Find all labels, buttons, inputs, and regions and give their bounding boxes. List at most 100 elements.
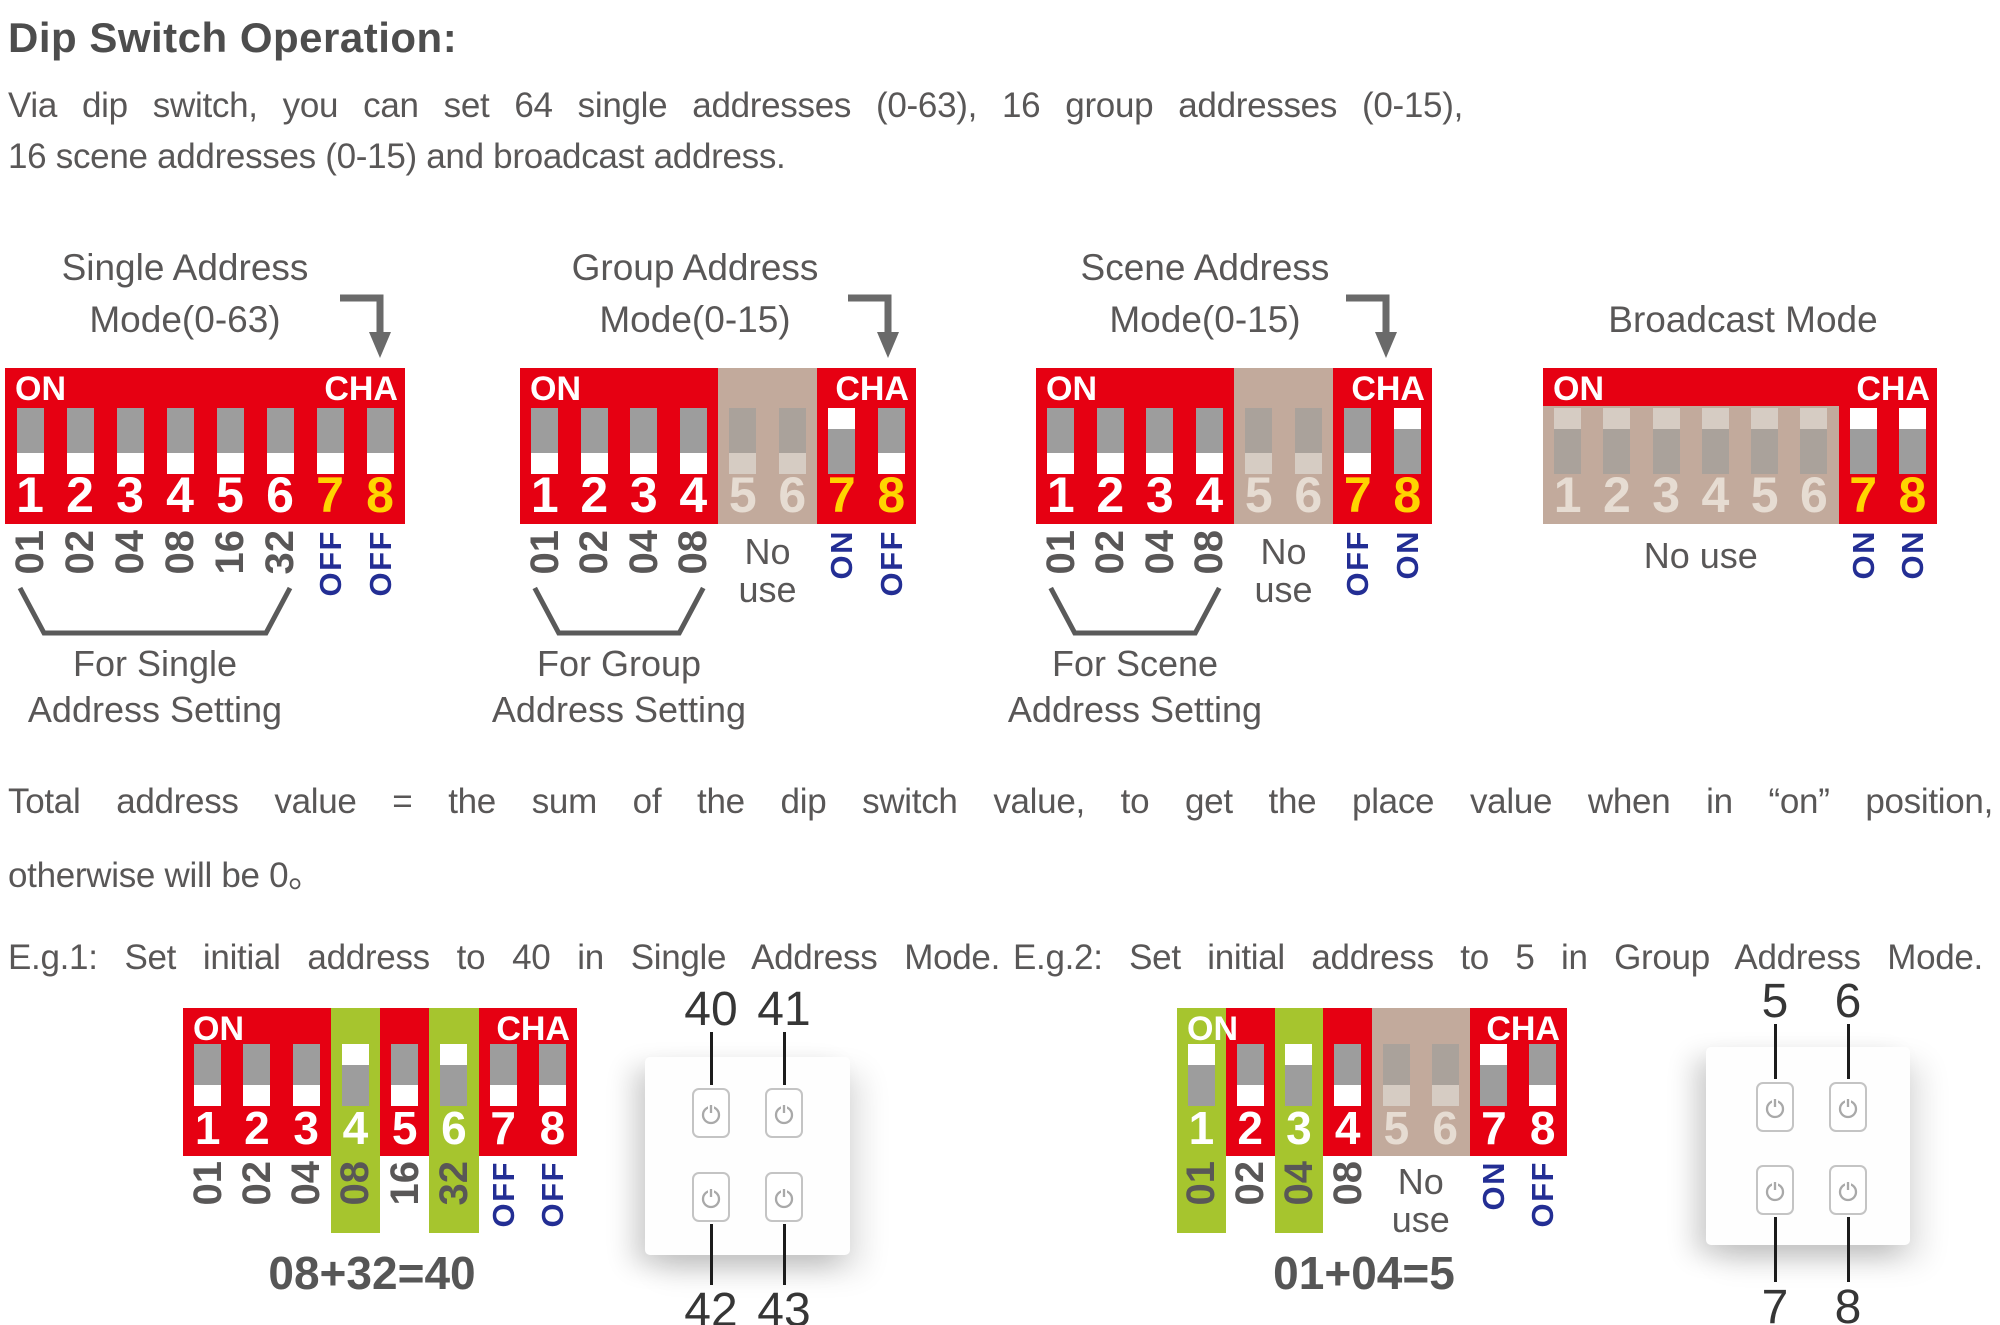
no-use-label: No (1397, 1161, 1444, 1202)
switch-slot (1431, 1044, 1459, 1085)
keypad-button-7 (1756, 1165, 1794, 1215)
switch-handle (630, 453, 658, 474)
dip-switch-7 (1344, 408, 1372, 474)
switch-slot (1146, 408, 1174, 453)
dip-switch-3 (116, 408, 144, 474)
switch-number-8: 8 (1898, 467, 1927, 523)
dip-switch-1 (1554, 408, 1582, 474)
switch-number-6: 6 (441, 1102, 467, 1154)
dip-switch-8 (1898, 408, 1926, 474)
dip-switch-2 (66, 408, 94, 474)
switch-handle (729, 453, 757, 474)
power-icon (701, 1103, 721, 1125)
switch-slot (341, 1065, 369, 1106)
switch-handle (292, 1085, 320, 1106)
switch-slot (194, 1044, 222, 1085)
switch-number-5: 5 (1244, 467, 1273, 523)
bracket-caption: For Group (536, 643, 702, 684)
switch-handle (194, 1085, 222, 1106)
switch-number-1: 1 (194, 1102, 221, 1154)
switch-slot (877, 408, 905, 453)
dip-switch-4 (166, 408, 194, 474)
cha-label: CHA (1351, 370, 1425, 408)
switch-slot (1096, 408, 1124, 453)
value-label-08: 08 (671, 530, 716, 575)
switch-number-6: 6 (266, 467, 294, 523)
switch-slot (266, 408, 294, 453)
switch-handle (538, 1085, 566, 1106)
switch-number-5: 5 (216, 467, 244, 523)
value-label-32: 32 (258, 530, 302, 575)
dip-switch-3 (1652, 408, 1680, 474)
switch-handle (1047, 453, 1075, 474)
switch-handle (531, 453, 559, 474)
intro-line-1: Via dip switch, you can set 64 single ad… (8, 86, 1463, 125)
switch-handle (316, 453, 344, 474)
dip-switch-4 (1701, 408, 1729, 474)
power-icon (701, 1187, 721, 1209)
switch-slot (1393, 429, 1421, 474)
value-label-ON: ON (1476, 1161, 1512, 1211)
dip-switch-5 (729, 408, 757, 474)
switch-handle (166, 453, 194, 474)
switch-number-2: 2 (66, 467, 94, 523)
switch-slot (1294, 408, 1322, 453)
power-icon (1765, 1097, 1785, 1119)
switch-handle (1554, 408, 1582, 429)
switch-slot (1344, 408, 1372, 453)
keypad-address-label-41: 41 (757, 983, 811, 1036)
switch-number-3: 3 (629, 467, 658, 523)
switch-slot (116, 408, 144, 453)
heading-group-address-mode: Group Address Mode(0-15) (571, 247, 819, 340)
switch-slot (1382, 1044, 1410, 1085)
switch-handle (1334, 1085, 1362, 1106)
on-label: ON (1187, 1010, 1238, 1048)
dip-switch-8 (1393, 408, 1421, 474)
switch-handle (679, 453, 707, 474)
switch-handle (1187, 1044, 1215, 1065)
switch-handle (1195, 453, 1223, 474)
bracket-caption: Address Setting (491, 689, 747, 730)
value-label-16: 16 (208, 530, 252, 575)
value-label-01: 01 (8, 530, 52, 575)
switch-handle (1898, 408, 1926, 429)
on-label: ON (193, 1010, 244, 1048)
wall-keypad-2 (1706, 1047, 1910, 1245)
switch-handle (66, 453, 94, 474)
dip-switch-6 (440, 1044, 468, 1106)
switch-handle (1603, 408, 1631, 429)
pointer-line (709, 1032, 713, 1085)
no-use-label: No (744, 531, 791, 572)
pointer-line (1773, 1217, 1777, 1282)
switch-slot (1480, 1065, 1508, 1106)
switch-number-1: 1 (1046, 467, 1075, 523)
switch-number-4: 4 (166, 467, 194, 523)
value-label-ON: ON (1389, 530, 1425, 580)
dip-switch-1 (531, 408, 559, 474)
power-icon (1838, 1180, 1858, 1202)
arrow-to-cha-single (340, 294, 391, 358)
switch-handle (1480, 1044, 1508, 1065)
value-label-01: 01 (1038, 530, 1083, 575)
no-use-label: No (1260, 531, 1307, 572)
pointer-line (709, 1224, 713, 1285)
dip-switch-8 (366, 408, 394, 474)
pointer-line (782, 1032, 786, 1085)
switch-number-2: 2 (1237, 1102, 1263, 1154)
switch-slot (538, 1044, 566, 1085)
keypad-address-label-40: 40 (684, 983, 738, 1036)
dip-switch-4 (1334, 1044, 1362, 1106)
switch-handle (580, 453, 608, 474)
sum-label: 01+04=5 (1273, 1247, 1455, 1299)
switch-number-3: 3 (293, 1102, 319, 1154)
switch-handle (1652, 408, 1680, 429)
value-label-04: 04 (284, 1161, 329, 1206)
switch-slot (1236, 1044, 1264, 1085)
total-line-2: otherwise will be 0。 (8, 856, 323, 895)
value-label-OFF: OFF (1525, 1161, 1561, 1228)
bracket-caption: For Scene (1051, 643, 1219, 684)
no-use-label: use (1254, 569, 1313, 610)
dip-switch-5 (216, 408, 244, 474)
switch-handle (1344, 453, 1372, 474)
switch-handle (16, 453, 44, 474)
